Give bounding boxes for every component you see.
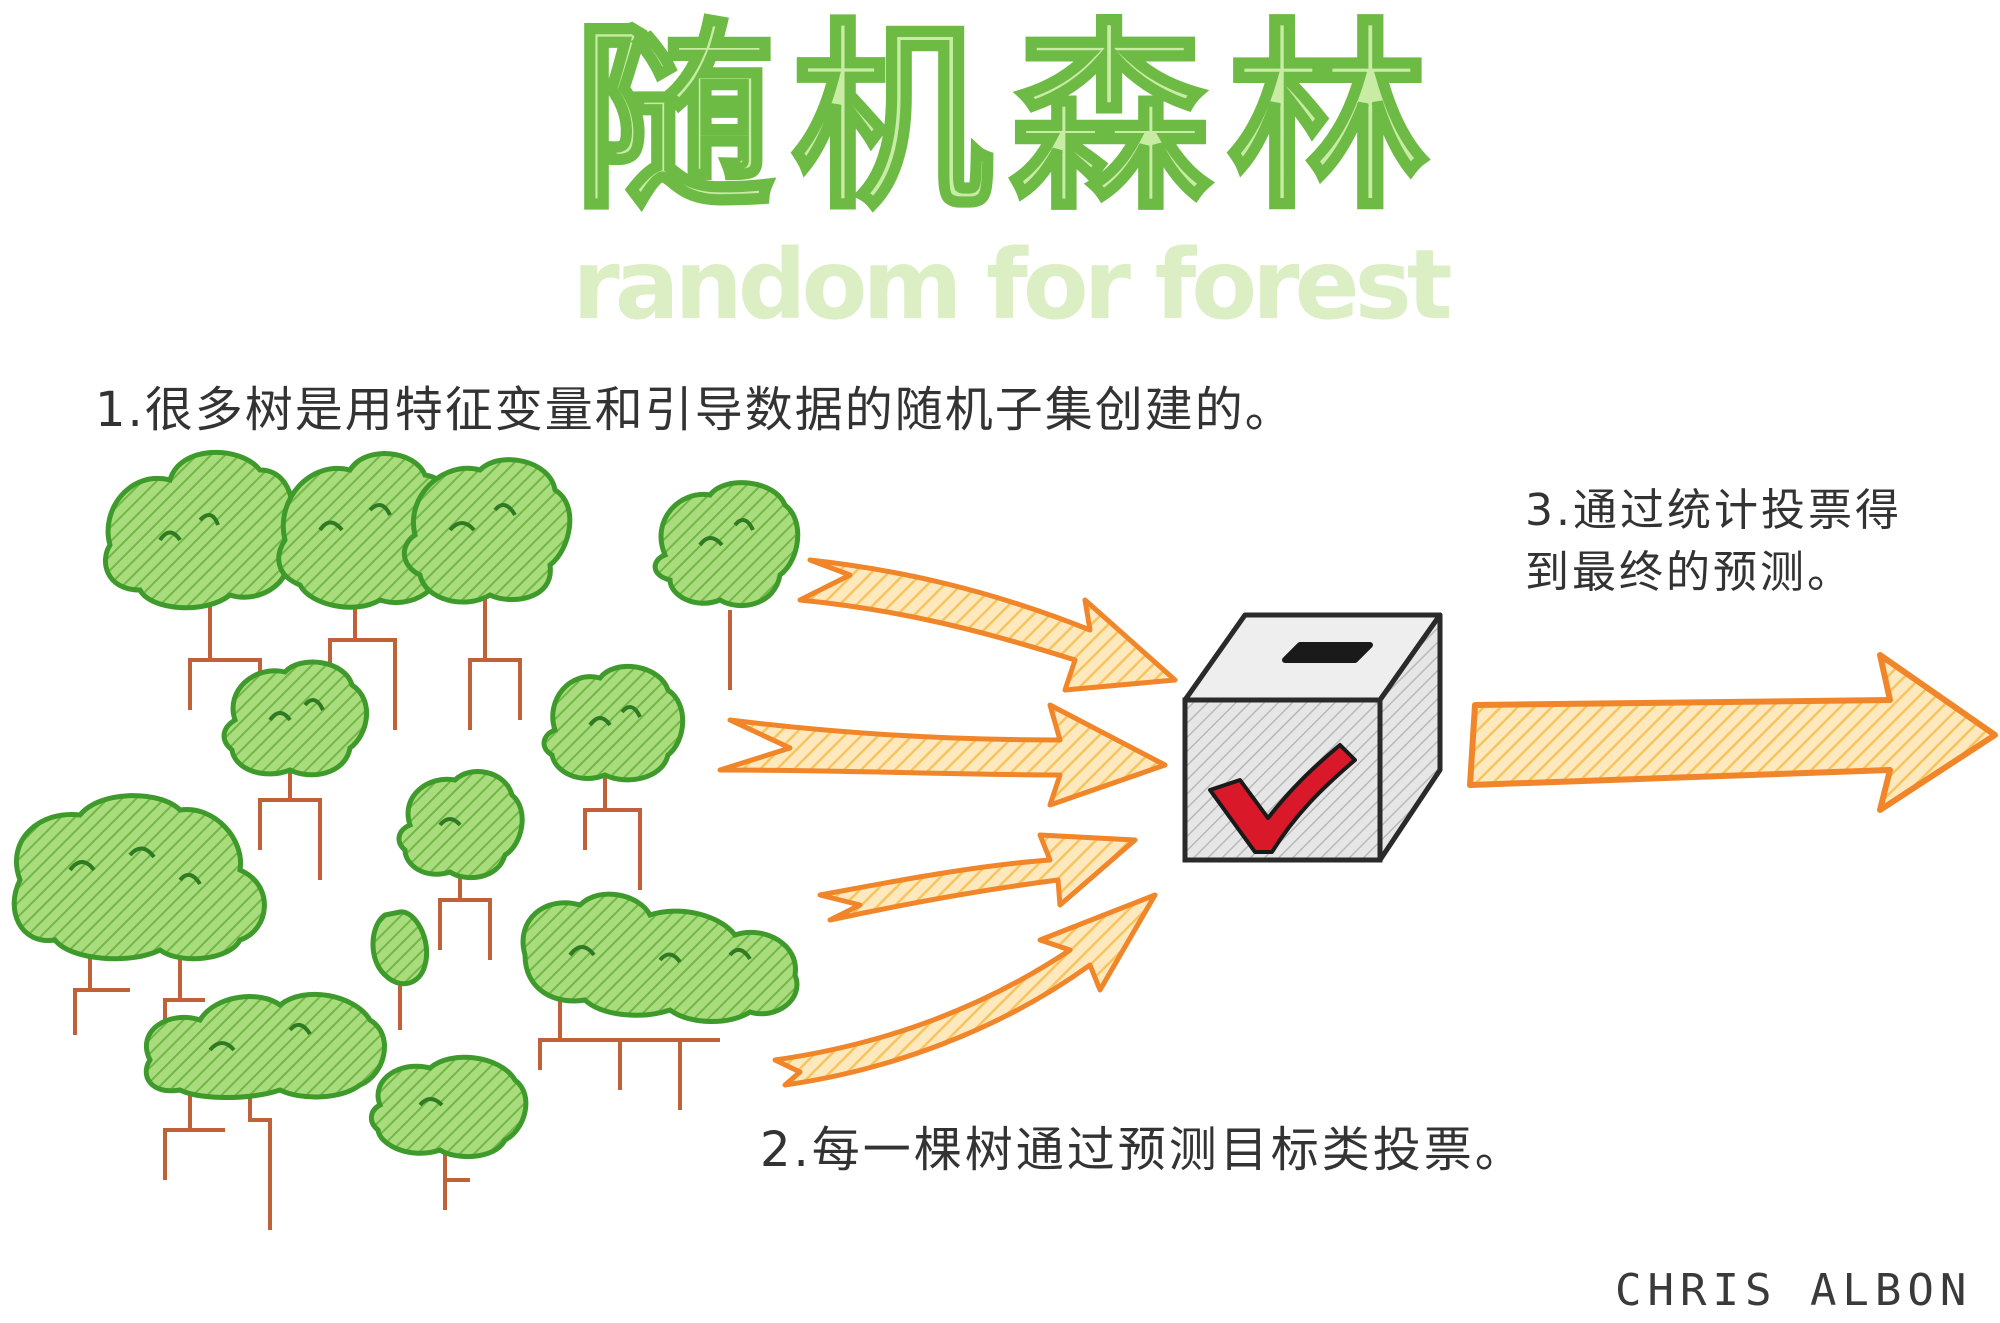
arrow-icon [772, 892, 1158, 1088]
checkmark-icon [1208, 743, 1357, 854]
tree-icon [401, 457, 573, 730]
step-3-caption-line-1: 3.通过统计投票得 [1525, 485, 1902, 536]
tree-icon [652, 480, 801, 690]
step-2-caption: 2.每一棵树通过预测目标类投票。 [760, 1122, 1526, 1178]
tree-icon [221, 659, 369, 880]
tree-icon [102, 449, 296, 720]
main-title-english: random for forest [572, 229, 1452, 341]
tree-icon [143, 991, 387, 1230]
author-signature: CHRIS ALBON [1615, 1265, 1973, 1316]
arrow-icon [817, 832, 1138, 923]
tree-icon [541, 663, 686, 890]
arrow-icon [717, 702, 1168, 808]
step-3-caption-line-2: 到最终的预测。 [1525, 547, 1854, 598]
tree-icon [11, 793, 267, 1040]
tree-icon [369, 1054, 529, 1210]
tree-icon [396, 769, 525, 960]
tree-icon [370, 909, 429, 1030]
main-title-chinese: 随机森林 [571, 3, 1446, 236]
arrow-icon [1467, 652, 1998, 813]
step-1-caption: 1.很多树是用特征变量和引导数据的随机子集创建的。 [95, 382, 1295, 438]
tree-icon [520, 891, 800, 1110]
arrow-icon [797, 557, 1178, 693]
ballot-box-icon [1182, 612, 1443, 863]
step-3-caption: 3.通过统计投票得 到最终的预测。 [1525, 480, 1985, 604]
